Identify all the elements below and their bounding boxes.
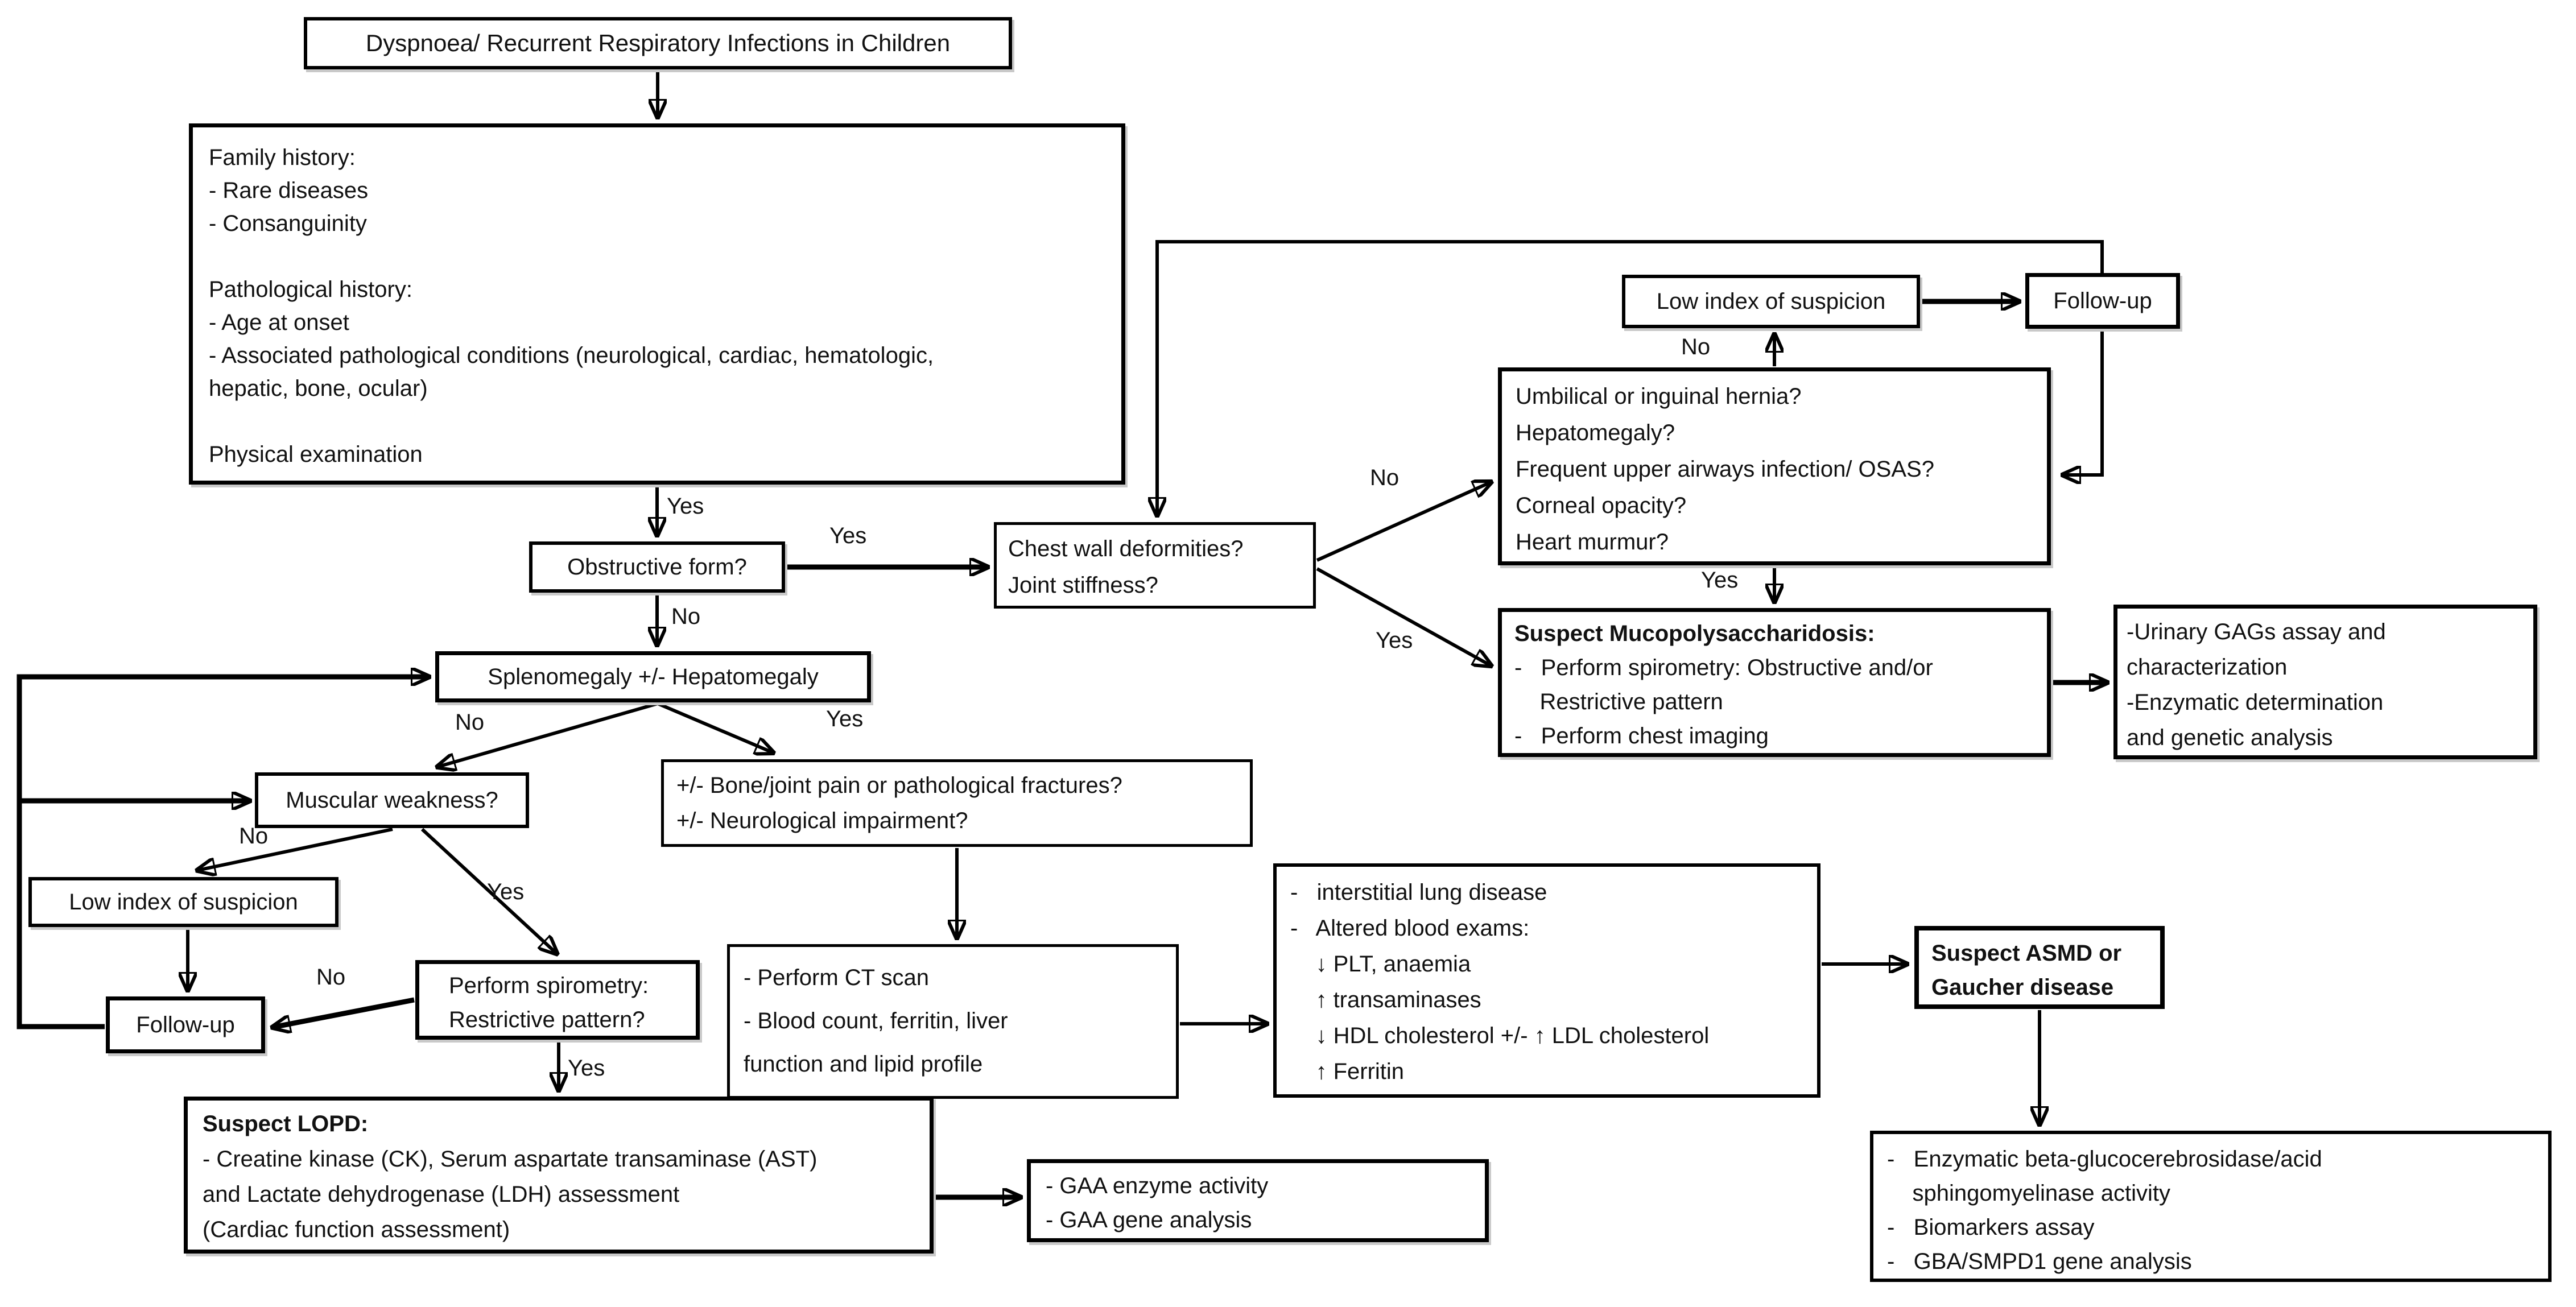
node-family-history: Family history: - Rare diseases - Consan…	[189, 123, 1125, 485]
node-suspect-asmd: Suspect ASMD or Gaucher disease	[1914, 926, 2165, 1009]
node-ct-scan-text: - Perform CT scan - Blood count, ferriti…	[744, 965, 1008, 1077]
node-suspect-lopd: Suspect LOPD: - Creatine kinase (CK), Se…	[184, 1097, 934, 1254]
node-suspect-mps: Suspect Mucopolysaccharidosis: - Perform…	[1498, 608, 2051, 757]
node-low-index-left-text: Low index of suspicion	[69, 890, 298, 915]
edge-label-yes-obstructive-chestwall: Yes	[829, 523, 867, 548]
node-spirometry-text: Perform spirometry: Restrictive pattern?	[449, 973, 649, 1032]
edge-label-no-splenomegaly-muscular: No	[455, 710, 485, 735]
node-hernia-panel: Umbilical or inguinal hernia? Hepatomega…	[1498, 367, 2051, 565]
node-suspect-mps-title: Suspect Mucopolysaccharidosis:	[1514, 621, 1875, 646]
node-splenomegaly-text: Splenomegaly +/- Hepatomegaly	[488, 664, 819, 689]
node-chest-wall-text: Chest wall deformities? Joint stiffness?	[1008, 536, 1244, 598]
arrow-chest-wall-to-hernia	[1316, 482, 1491, 562]
node-suspect-lopd-text: - Creatine kinase (CK), Serum aspartate …	[203, 1147, 818, 1242]
node-gaa-workup-text: - GAA enzyme activity - GAA gene analysi…	[1046, 1173, 1269, 1232]
edge-label-yes-muscular-spirometry: Yes	[487, 879, 525, 904]
edge-label-no-spirometry-followup: No	[316, 965, 346, 990]
node-follow-up-top: Follow-up	[2025, 273, 2180, 329]
node-muscular-weakness: Muscular weakness?	[255, 772, 529, 828]
node-ct-scan: - Perform CT scan - Blood count, ferriti…	[727, 944, 1179, 1099]
node-chest-wall: Chest wall deformities? Joint stiffness?	[994, 522, 1316, 609]
node-follow-up-left-text: Follow-up	[136, 1012, 235, 1037]
node-spirometry: Perform spirometry: Restrictive pattern?	[415, 960, 700, 1040]
node-gaa-workup: - GAA enzyme activity - GAA gene analysi…	[1027, 1159, 1489, 1242]
feedback-follow-up-to-chest-wall	[1157, 240, 2104, 515]
edge-label-yes-chestwall-mps: Yes	[1376, 628, 1413, 653]
edge-label-no-hernia-lowindex: No	[1681, 334, 1711, 359]
node-low-index-top: Low index of suspicion	[1622, 275, 1920, 328]
node-obstructive-form-text: Obstructive form?	[567, 555, 747, 580]
edge-label-yes-splenomegaly-bonejoint: Yes	[826, 706, 864, 731]
feedback-follow-up-to-splenomegaly	[16, 677, 428, 1029]
node-low-index-left: Low index of suspicion	[28, 877, 338, 927]
arrow-chest-wall-to-mps	[1316, 567, 1491, 665]
arrow-spirometry-to-follow-up-left	[273, 997, 415, 1027]
node-splenomegaly: Splenomegaly +/- Hepatomegaly	[435, 651, 871, 702]
node-suspect-mps-text: - Perform spirometry: Obstructive and/or…	[1514, 655, 1933, 748]
node-suspect-asmd-text: Suspect ASMD or Gaucher disease	[1931, 941, 2122, 1000]
node-follow-up-top-text: Follow-up	[2053, 288, 2152, 313]
node-interstitial-text: - interstitial lung disease - Altered bl…	[1290, 880, 1710, 1084]
node-follow-up-left: Follow-up	[106, 996, 265, 1053]
node-bone-joint: +/- Bone/joint pain or pathological frac…	[661, 759, 1253, 847]
edge-label-no-muscular-lowindex: No	[239, 824, 269, 849]
edge-label-yes-family-obstructive: Yes	[667, 494, 704, 519]
node-low-index-top-text: Low index of suspicion	[1656, 289, 1886, 314]
node-asmd-workup-text: - Enzymatic beta-glucocerebrosidase/acid…	[1887, 1147, 2322, 1274]
node-obstructive-form: Obstructive form?	[529, 541, 785, 593]
edge-label-yes-spirometry-lopd: Yes	[568, 1056, 605, 1081]
node-muscular-weakness-text: Muscular weakness?	[286, 788, 498, 813]
node-asmd-workup: - Enzymatic beta-glucocerebrosidase/acid…	[1870, 1131, 2552, 1282]
node-gags-workup: -Urinary GAGs assay and characterization…	[2113, 605, 2537, 759]
node-hernia-panel-text: Umbilical or inguinal hernia? Hepatomega…	[1516, 384, 1934, 555]
node-family-history-text: Family history: - Rare diseases - Consan…	[209, 145, 934, 467]
node-start-text: Dyspnoea/ Recurrent Respiratory Infectio…	[365, 30, 951, 56]
node-interstitial: - interstitial lung disease - Altered bl…	[1273, 863, 1820, 1098]
feedback-follow-up-to-hernia	[2063, 329, 2104, 475]
arrow-muscular-to-low-index	[198, 828, 393, 870]
node-suspect-lopd-title: Suspect LOPD:	[203, 1111, 369, 1136]
node-bone-joint-text: +/- Bone/joint pain or pathological frac…	[676, 773, 1122, 833]
node-start: Dyspnoea/ Recurrent Respiratory Infectio…	[304, 17, 1012, 69]
arrow-splenomegaly-to-bone-joint	[657, 702, 773, 752]
arrow-muscular-to-spirometry	[420, 828, 556, 953]
edge-label-no-obstructive-splenomegaly: No	[671, 604, 701, 629]
node-gags-workup-text: -Urinary GAGs assay and characterization…	[2127, 619, 2386, 750]
edge-label-yes-hernia-mps: Yes	[1701, 568, 1739, 593]
arrow-splenomegaly-to-muscular	[438, 702, 658, 767]
edge-label-no-chestwall-hernia: No	[1370, 465, 1400, 490]
